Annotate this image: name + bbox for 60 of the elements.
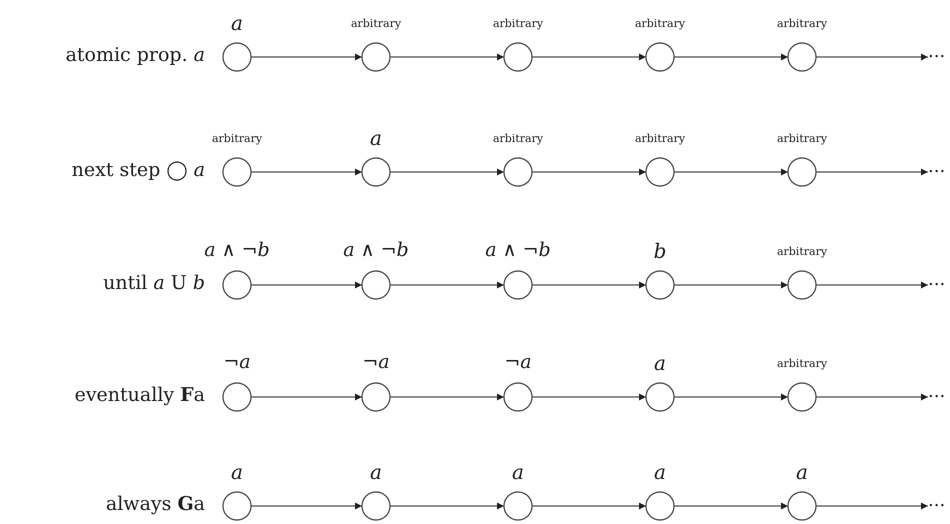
state-label: a ∧ ¬b — [484, 239, 552, 261]
state-label: a — [511, 460, 525, 484]
state-label: arbitrary — [776, 245, 828, 258]
arrow — [251, 282, 362, 288]
arrow — [816, 54, 928, 60]
continuation-dots: ... — [928, 381, 946, 402]
formula-label: until a U b — [103, 272, 205, 294]
arrow — [674, 168, 788, 176]
arrow — [532, 282, 646, 288]
arrow — [674, 394, 788, 400]
state-label: arbitrary — [776, 17, 828, 30]
arrow — [532, 54, 646, 60]
arrow — [251, 168, 362, 176]
state-label: arbitrary — [634, 132, 686, 145]
arrow — [390, 54, 504, 60]
continuation-dots: ... — [928, 490, 946, 511]
formula-label: eventually Fa — [74, 384, 205, 406]
formula-label: atomic prop. a — [66, 44, 205, 66]
arrow — [532, 394, 646, 400]
state-label: a — [230, 11, 244, 35]
continuation-dots: ... — [928, 156, 946, 177]
state-label: arbitrary — [776, 357, 828, 370]
state-label: a ∧ ¬b — [342, 239, 410, 261]
arrow — [251, 394, 362, 400]
arrow — [532, 168, 646, 176]
arrow — [532, 502, 646, 510]
state-label: arbitrary — [492, 132, 544, 145]
state-label: arbitrary — [350, 17, 402, 30]
state-label: a — [795, 460, 809, 484]
arrow — [816, 168, 928, 176]
arrow — [390, 394, 504, 400]
arrow — [390, 502, 504, 510]
continuation-dots: ... — [928, 269, 946, 290]
formula-label: next step ◯ a — [72, 159, 205, 181]
continuation-dots: ... — [928, 41, 946, 62]
state-label: b — [652, 239, 668, 263]
state-label: a ∧ ¬b — [203, 239, 271, 261]
state-label: ¬a — [361, 351, 391, 373]
arrow — [816, 282, 928, 288]
state-label: arbitrary — [492, 17, 544, 30]
state-label: a — [230, 460, 244, 484]
state-label: ¬a — [503, 351, 533, 373]
formula-label: always Ga — [106, 493, 205, 515]
arrow — [251, 54, 362, 60]
arrow — [816, 502, 928, 510]
state-label: arbitrary — [776, 132, 828, 145]
state-label: ¬a — [222, 351, 252, 373]
arrow — [816, 394, 928, 400]
state-label: a — [369, 126, 383, 150]
arrow — [674, 282, 788, 288]
arrow — [390, 168, 504, 176]
state-label: arbitrary — [634, 17, 686, 30]
arrow — [251, 502, 362, 510]
state-label: a — [369, 460, 383, 484]
state-label: a — [653, 460, 667, 484]
state-label: a — [653, 351, 667, 375]
state-label: arbitrary — [210, 132, 264, 145]
arrow — [674, 502, 788, 510]
arrow — [390, 282, 504, 288]
arrow — [674, 54, 788, 60]
